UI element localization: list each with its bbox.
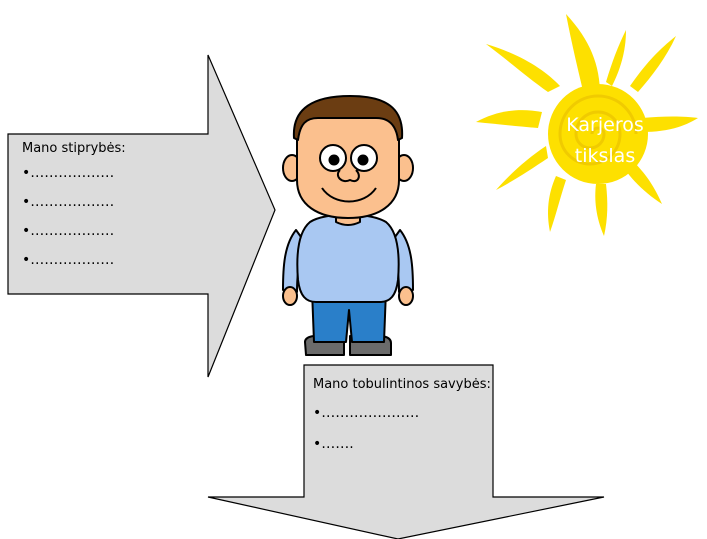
improvements-bullet-1: •…………………	[313, 405, 420, 421]
improvements-box: Mano tobulintinos savybės: •………………… •…….	[313, 375, 491, 466]
career-goal-line-2: tikslas	[574, 145, 636, 167]
strengths-box: Mano stiprybės: •……………… •……………… •……………… …	[22, 140, 202, 280]
strengths-title: Mano stiprybės:	[22, 141, 126, 156]
career-goal-line-1: Karjeros	[566, 114, 644, 136]
down-arrow	[207, 364, 605, 539]
person-illustration	[282, 95, 414, 356]
strengths-bullet-4: •………………	[22, 252, 115, 268]
improvements-title: Mano tobulintinos savybės:	[313, 377, 491, 392]
sun-icon	[476, 14, 698, 236]
left-arrow	[7, 54, 276, 378]
strengths-bullet-1: •………………	[22, 165, 115, 181]
career-goal-label: Karjeros tikslas	[555, 110, 655, 172]
improvements-bullet-2: •…….	[313, 436, 354, 452]
strengths-bullet-3: •………………	[22, 223, 115, 239]
strengths-bullet-2: •………………	[22, 194, 115, 210]
